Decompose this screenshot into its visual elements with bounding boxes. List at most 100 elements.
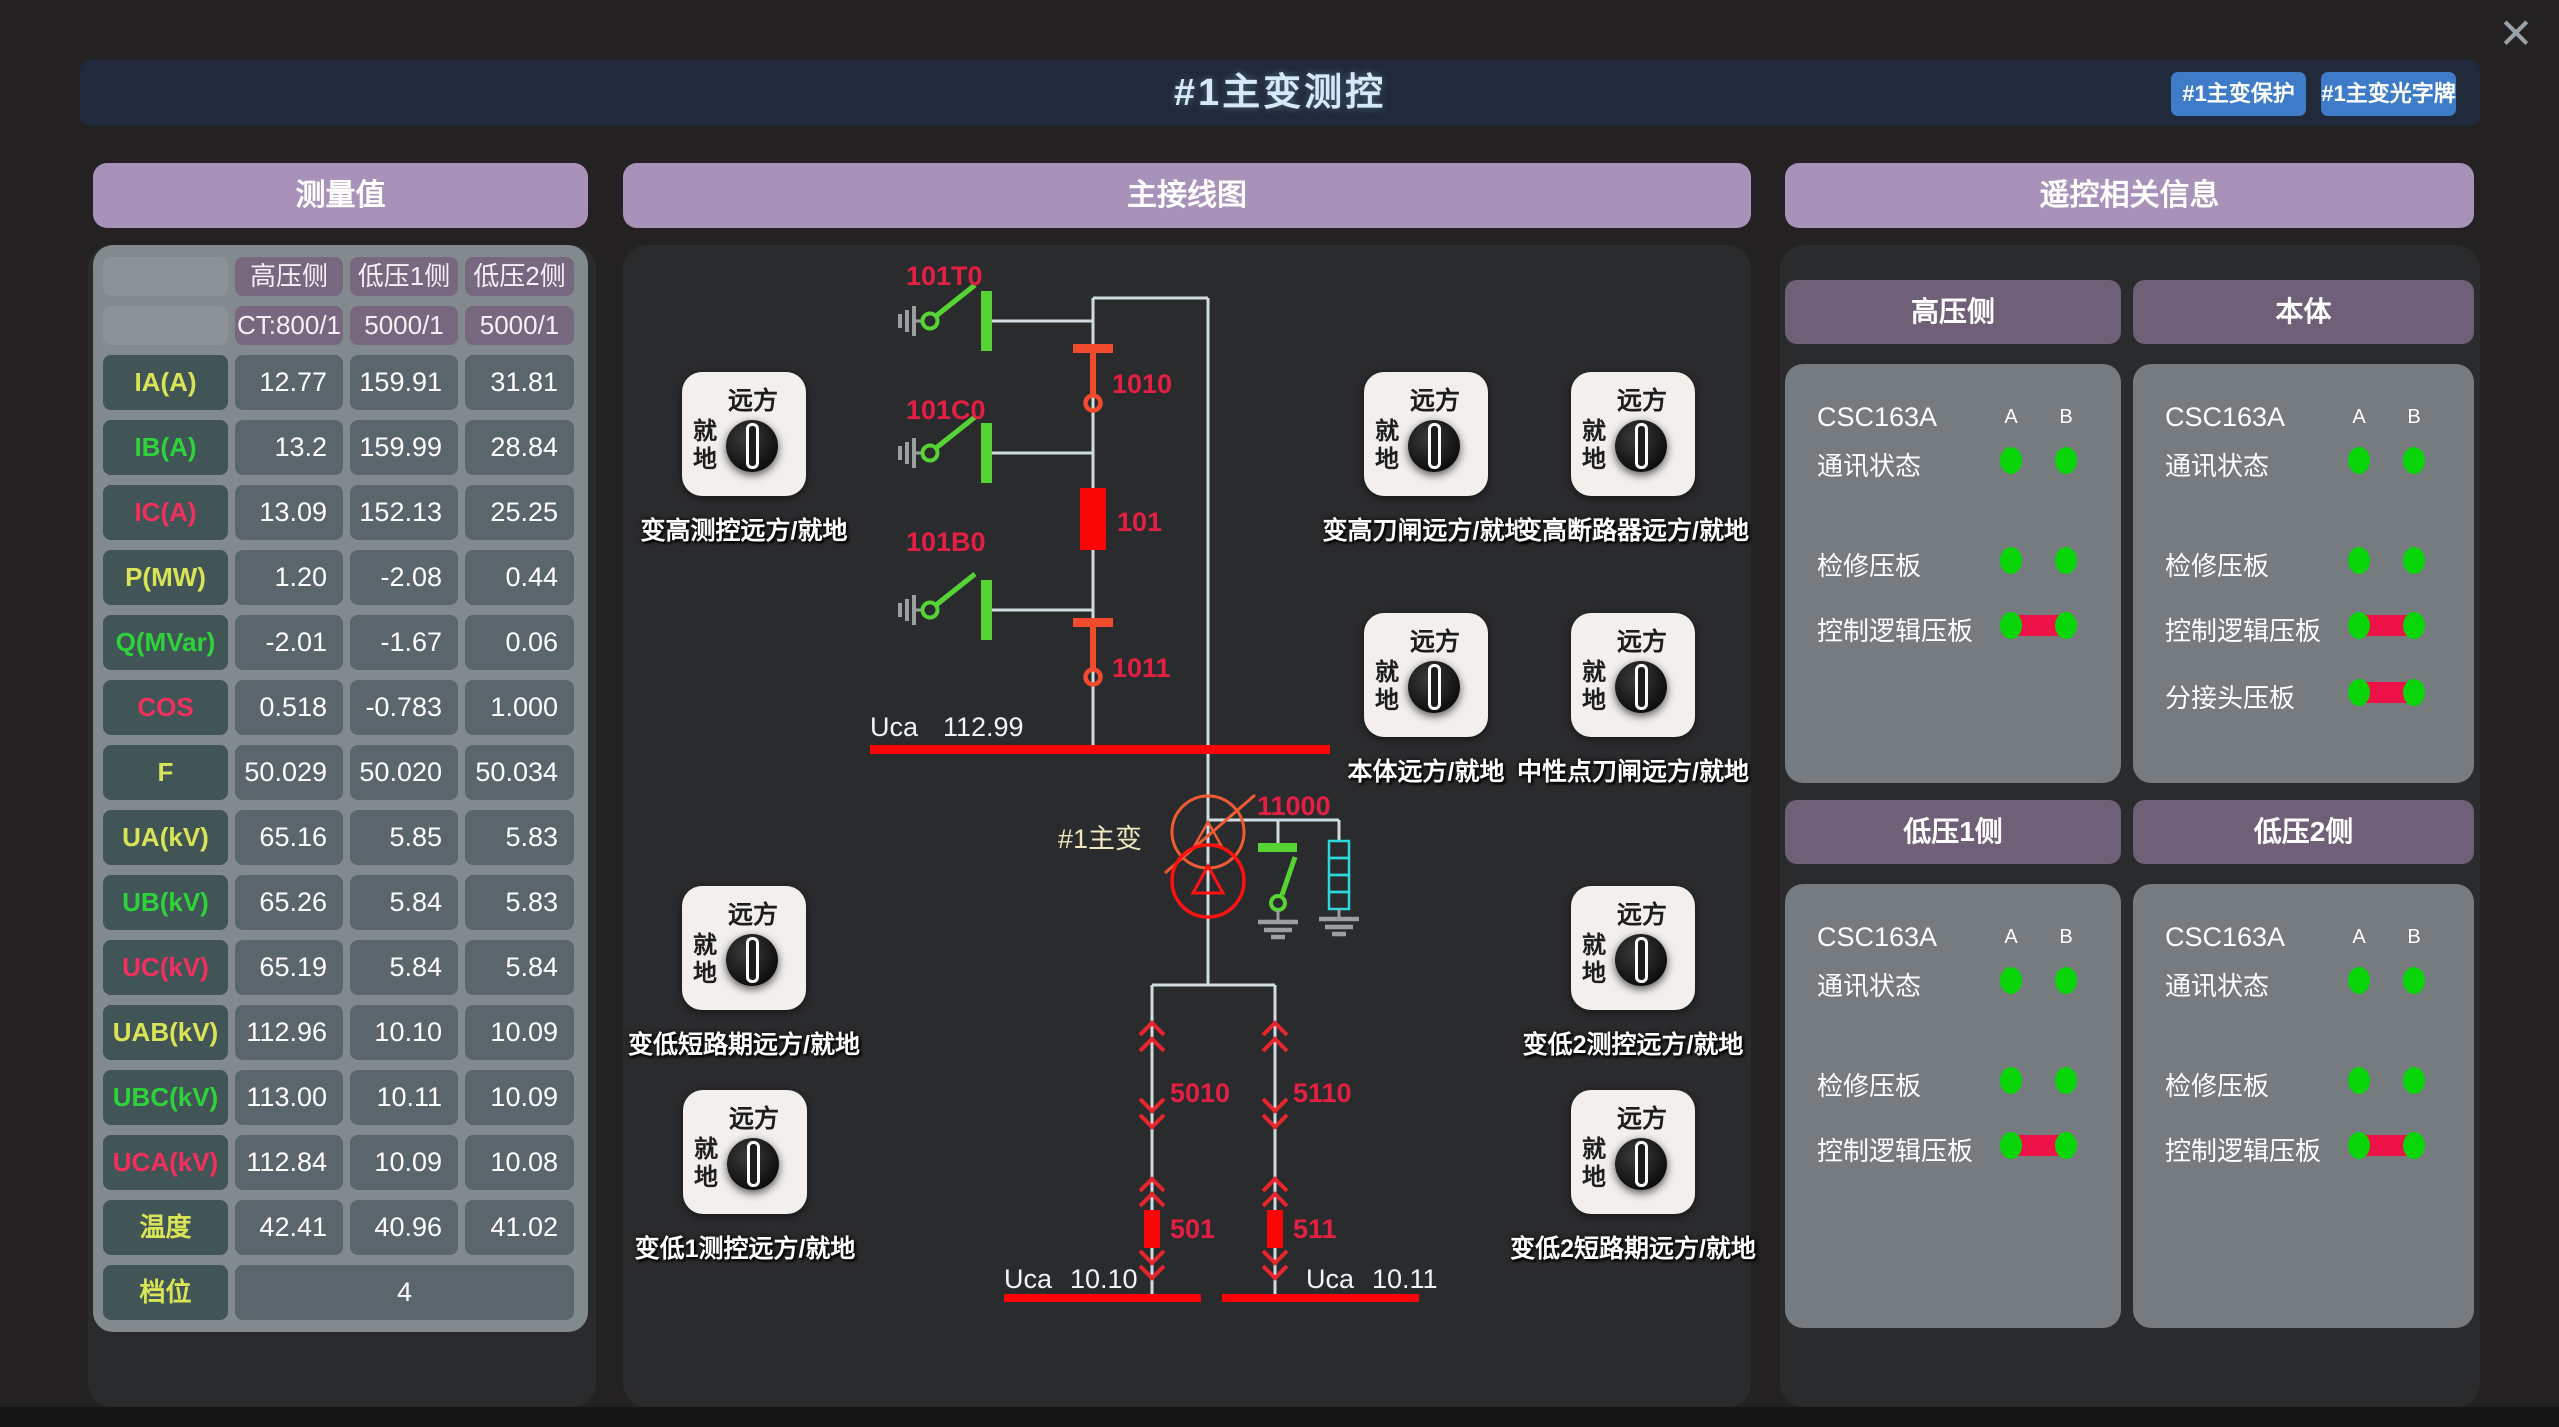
col-header-hv: 高压侧 — [235, 257, 343, 296]
measure-value-lv1: 50.020 — [350, 745, 458, 800]
rotary-switch[interactable]: 远方 就地 — [1571, 372, 1695, 496]
measure-value-lv1: 10.10 — [350, 1005, 458, 1060]
knob-icon[interactable] — [1408, 420, 1460, 472]
local-position-label: 就地 — [1582, 659, 1606, 714]
measure-value-lv2: 25.25 — [465, 485, 574, 540]
measure-value-lv1: -2.08 — [350, 550, 458, 605]
status-row: 通讯状态 — [1785, 446, 2121, 481]
measure-label: UC(kV) — [103, 940, 228, 995]
table-row: COS 0.518 -0.783 1.000 — [103, 680, 578, 735]
rotary-switch[interactable]: 远方 就地 — [1571, 1090, 1695, 1214]
remote-position-label: 远方 — [1409, 387, 1460, 415]
table-row: UC(kV) 65.19 5.84 5.84 — [103, 940, 578, 995]
earth-switch-101C0[interactable] — [898, 415, 1093, 483]
knob-icon[interactable] — [1615, 420, 1667, 472]
status-row-label: 通讯状态 — [1817, 451, 1922, 481]
measure-value-hv: 13.2 — [235, 420, 343, 475]
ct-ratio-hv: CT:800/1 — [235, 306, 343, 345]
ground-icon — [898, 595, 916, 625]
lv1-bus-voltage-value: 10.10 — [1070, 1264, 1138, 1294]
neutral-earth-switch-11000[interactable] — [1258, 843, 1298, 940]
rotary-switch[interactable]: 远方 就地 — [1571, 613, 1695, 737]
knob-icon[interactable] — [726, 934, 778, 986]
handcart-5010[interactable] — [1138, 1020, 1166, 1130]
local-position-label: 就地 — [694, 1136, 718, 1191]
knob-icon[interactable] — [726, 420, 778, 472]
diagram-header: 主接线图 — [623, 163, 1751, 228]
remote-section: 低压2侧 CSC163A A B 通讯状态 检修压板 控制逻辑压板 — [2133, 800, 2474, 1328]
ground-icon — [898, 306, 916, 336]
channel-b-header: B — [2059, 926, 2073, 948]
knob-icon[interactable] — [1615, 934, 1667, 986]
table-header-row: 高压侧 低压1侧 低压2侧 — [103, 257, 578, 296]
header-spacer — [103, 257, 228, 296]
rotary-switch[interactable]: 远方 就地 — [1364, 613, 1488, 737]
hv-bus-voltage-name: Uca — [870, 712, 919, 742]
breaker-101[interactable] — [1080, 488, 1106, 550]
status-row: 通讯状态 — [2133, 966, 2474, 1001]
remote-section-header: 本体 — [2133, 280, 2474, 344]
switch-caption: 变高测控远方/就地 — [640, 517, 848, 545]
remote-local-switch: 远方 就地 中性点刀闸远方/就地 — [1517, 613, 1749, 786]
measure-value-hv: 1.20 — [235, 550, 343, 605]
status-dot-b — [2403, 612, 2425, 639]
rotary-switch[interactable]: 远方 就地 — [683, 1090, 807, 1214]
switch-caption: 变低2短路期远方/就地 — [1510, 1235, 1756, 1263]
knob-icon[interactable] — [1615, 661, 1667, 713]
close-icon[interactable]: ✕ — [2498, 10, 2534, 57]
status-indicators — [1989, 1131, 2099, 1161]
device-name: CSC163A — [1817, 922, 1938, 952]
rotary-switch[interactable]: 远方 就地 — [1571, 886, 1695, 1010]
status-row-label: 检修压板 — [1817, 1071, 1922, 1101]
measure-label: UCA(kV) — [103, 1135, 228, 1190]
ct-ratio-lv1: 5000/1 — [350, 306, 458, 345]
status-dot-b — [2403, 547, 2425, 574]
remote-header: 遥控相关信息 — [1785, 163, 2474, 228]
status-dot-a — [2348, 547, 2370, 574]
remote-section-header: 低压2侧 — [2133, 800, 2474, 864]
disconnector-1010[interactable] — [1073, 344, 1113, 413]
status-indicators — [1989, 1066, 2099, 1096]
status-dot-a — [2348, 612, 2370, 639]
remote-local-switch: 远方 就地 本体远方/就地 — [1348, 613, 1504, 786]
lv2-bus-voltage-value: 10.11 — [1372, 1264, 1438, 1294]
ground-icon — [1258, 919, 1298, 940]
tap-position-row: 档位 4 — [103, 1265, 578, 1320]
handcart-5110[interactable] — [1261, 1020, 1289, 1130]
status-dot-b — [2403, 967, 2425, 994]
status-row: 控制逻辑压板 — [1785, 1131, 2121, 1166]
device-name: CSC163A — [1817, 402, 1938, 432]
status-dot-b — [2403, 679, 2425, 706]
knob-icon[interactable] — [727, 1138, 779, 1190]
earth-switch-101T0[interactable] — [898, 283, 1093, 351]
rotary-switch[interactable]: 远方 就地 — [1364, 372, 1488, 496]
status-row: 通讯状态 — [2133, 446, 2474, 481]
transformer-icon[interactable] — [1164, 793, 1256, 919]
breaker-501[interactable] — [1138, 1176, 1166, 1281]
earth-switch-101B0[interactable] — [898, 572, 1093, 640]
status-dot-b — [2055, 447, 2077, 474]
rotary-switch[interactable]: 远方 就地 — [682, 886, 806, 1010]
knob-icon[interactable] — [1408, 661, 1460, 713]
protection-button[interactable]: #1主变保护 — [2171, 72, 2306, 116]
status-row: 通讯状态 — [1785, 966, 2121, 1001]
lv2-bus — [1222, 1294, 1419, 1302]
annunciator-button[interactable]: #1主变光字牌 — [2321, 72, 2456, 116]
measure-label: UAB(kV) — [103, 1005, 228, 1060]
status-dot-a — [2000, 447, 2022, 474]
local-position-label: 就地 — [693, 418, 717, 473]
measure-value-hv: 65.26 — [235, 875, 343, 930]
measure-value-hv: 113.00 — [235, 1070, 343, 1125]
breaker-511[interactable] — [1261, 1176, 1289, 1281]
table-row: Q(MVar) -2.01 -1.67 0.06 — [103, 615, 578, 670]
knob-icon[interactable] — [1615, 1138, 1667, 1190]
remote-local-switch: 远方 就地 变低1测控远方/就地 — [635, 1090, 855, 1263]
label-5010: 5010 — [1170, 1078, 1230, 1108]
status-dot-b — [2055, 1067, 2077, 1094]
table-row: IA(A) 12.77 159.91 31.81 — [103, 355, 578, 410]
disconnector-1011[interactable] — [1073, 618, 1113, 687]
channel-a-header: A — [2004, 406, 2018, 428]
switch-caption: 变高断路器远方/就地 — [1517, 517, 1749, 545]
table-row: 温度 42.41 40.96 41.02 — [103, 1200, 578, 1255]
rotary-switch[interactable]: 远方 就地 — [682, 372, 806, 496]
